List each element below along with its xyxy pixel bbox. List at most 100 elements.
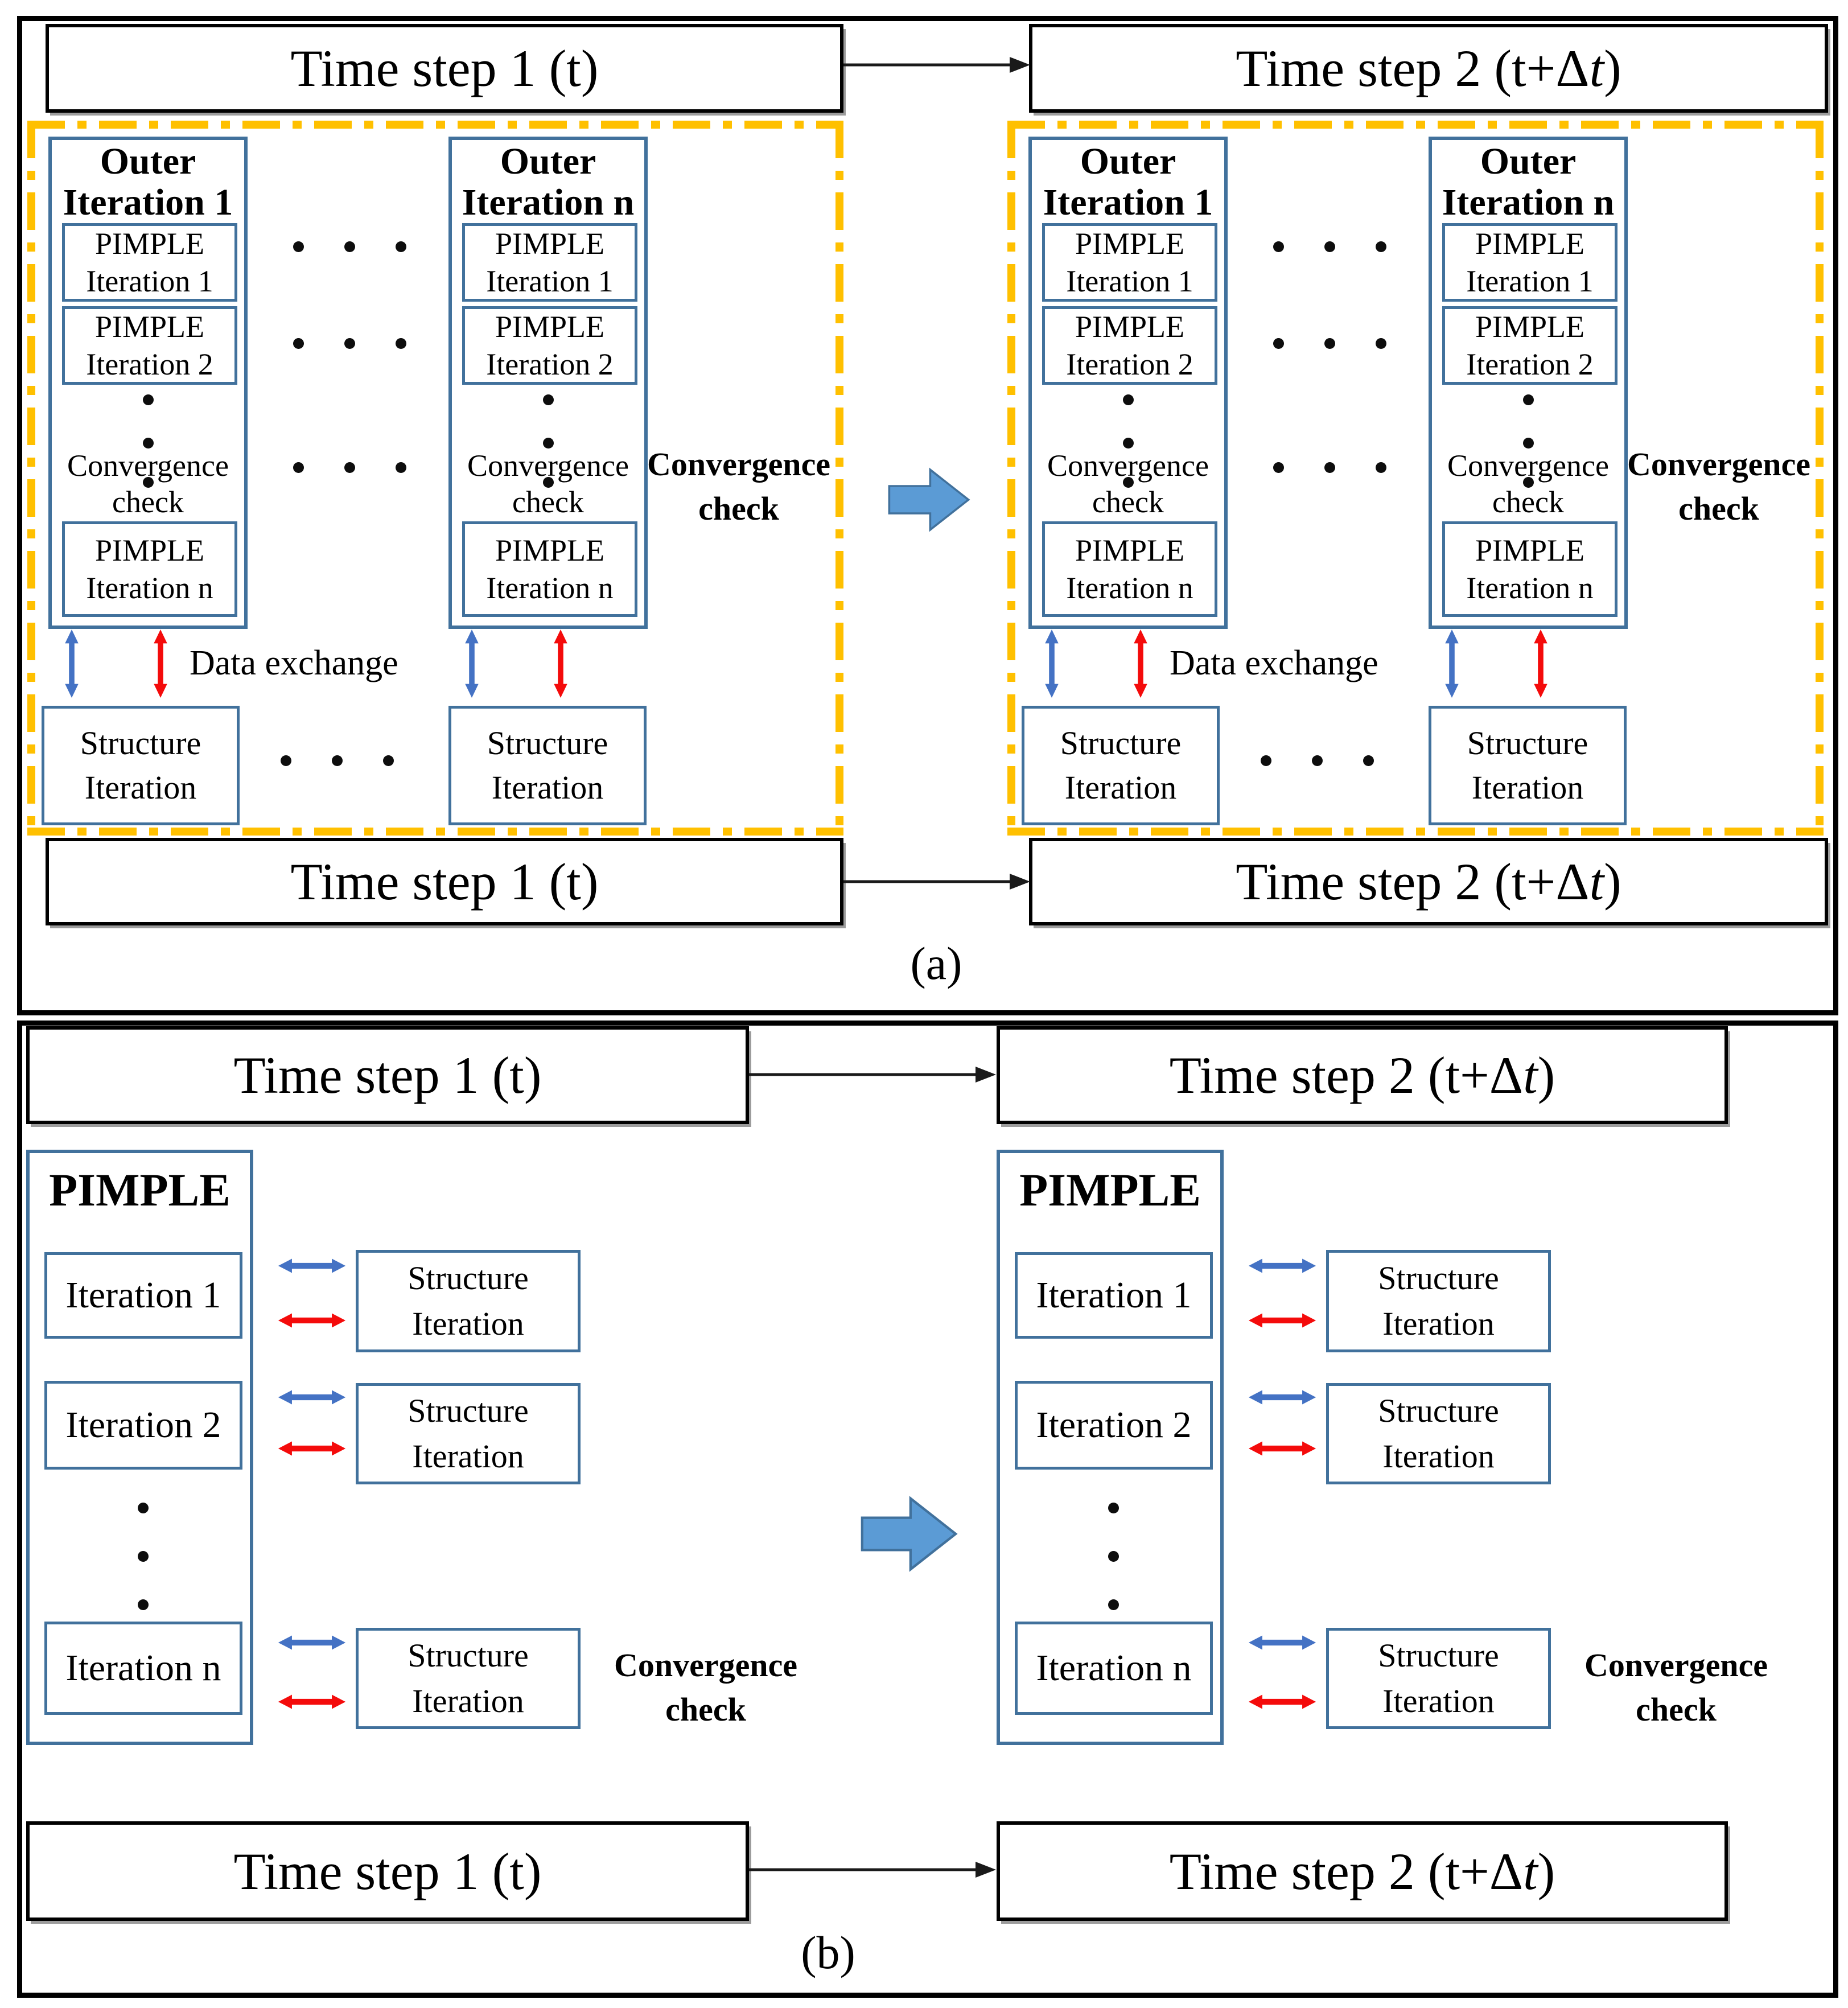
yellow-dash-border-left	[27, 121, 35, 836]
timestep2-label: Time step 2 (t+Δ	[1169, 1046, 1524, 1104]
ellipsis-dot	[396, 462, 406, 473]
pimple-iteration-2-box: PIMPLE Iteration 2	[1442, 306, 1617, 385]
structure-iteration-box: Structure Iteration	[356, 1250, 581, 1352]
timestep2-iteration-region: Outer Iteration 1 PIMPLE Iteration 1 PIM…	[1007, 121, 1824, 836]
timestep2-label: Time step 2 (t+Δ	[1236, 853, 1590, 911]
iteration-1-box: Iteration 1	[1015, 1252, 1213, 1339]
blue-double-arrow-icon	[1045, 629, 1059, 698]
outer-iteration-n-title: Outer Iteration n	[1442, 141, 1615, 223]
panel-b-timestep1-region: Time step 1 (t) PIMPLE Iteration 1 Itera…	[23, 1022, 876, 1996]
iteration-2-box: Iteration 2	[1015, 1381, 1213, 1470]
outer-iteration-1-box: Outer Iteration 1 PIMPLE Iteration 1 PIM…	[48, 137, 248, 629]
ellipsis-dot	[543, 394, 554, 405]
yellow-dash-border-right	[835, 121, 843, 836]
pimple-title: PIMPLE	[49, 1164, 231, 1216]
ellipsis-dot	[138, 1551, 149, 1562]
timestep2-label-suffix: )	[1604, 39, 1621, 97]
outer-iteration-n-box: Outer Iteration n PIMPLE Iteration 1 PIM…	[448, 137, 648, 629]
yellow-dash-border-top	[1007, 121, 1824, 129]
red-double-arrow-icon	[1248, 1694, 1316, 1709]
ellipsis-dot	[293, 338, 304, 349]
data-exchange-label: Data exchange	[1170, 644, 1378, 682]
ellipsis-dot	[543, 438, 554, 448]
timestep1-label: Time step 1 (t)	[233, 1046, 542, 1104]
ellipsis-dot	[1523, 477, 1534, 488]
red-double-arrow-icon	[1248, 1313, 1316, 1328]
structure-iteration-box: Structure Iteration	[42, 706, 240, 825]
pimple-box: PIMPLE Iteration 1 Iteration 2 Iteration…	[26, 1150, 253, 1745]
timestep1-label: Time step 1 (t)	[290, 853, 599, 911]
ellipsis-dot	[543, 477, 554, 488]
red-double-arrow-icon	[1534, 629, 1547, 698]
timestep2-label-suffix: )	[1604, 853, 1621, 911]
timestep2-label-italic-t: t	[1589, 39, 1604, 97]
timestep2-label-italic-t: t	[1589, 853, 1604, 911]
ellipsis-dot	[281, 755, 291, 766]
pimple-iteration-1-box: PIMPLE Iteration 1	[462, 223, 637, 302]
blue-double-arrow-icon	[278, 1390, 346, 1405]
yellow-dash-border-bottom	[1007, 828, 1824, 836]
red-double-arrow-icon	[154, 629, 167, 698]
yellow-dash-border-left	[1007, 121, 1015, 836]
ellipsis-dot	[344, 338, 355, 349]
red-double-arrow-icon	[554, 629, 567, 698]
timestep2-label-italic-t: t	[1523, 1842, 1538, 1900]
ellipsis-dot	[293, 462, 304, 473]
ellipsis-dot	[1324, 241, 1335, 252]
ellipsis-dot	[293, 241, 304, 252]
flow-arrow-icon	[843, 874, 1030, 890]
pimple-box: PIMPLE Iteration 1 Iteration 2 Iteration…	[997, 1150, 1224, 1745]
panel-b-caption: (b)	[801, 1927, 855, 1978]
convergence-check-inline: Convergence check	[467, 448, 629, 519]
ellipsis-dot	[1363, 755, 1374, 766]
blue-double-arrow-icon	[65, 629, 79, 698]
blue-double-arrow-icon	[278, 1258, 346, 1273]
outer-iteration-1-title: Outer Iteration 1	[1043, 141, 1213, 223]
ellipsis-dot	[396, 241, 406, 252]
blue-double-arrow-icon	[278, 1635, 346, 1650]
blue-double-arrow-icon	[1248, 1390, 1316, 1405]
ellipsis-dot	[1123, 477, 1134, 488]
ellipsis-dot	[396, 338, 406, 349]
ellipsis-dot	[1273, 338, 1284, 349]
ellipsis-dot	[1123, 438, 1134, 448]
red-double-arrow-icon	[278, 1694, 346, 1709]
red-double-arrow-icon	[278, 1441, 346, 1456]
pimple-iteration-n-box: PIMPLE Iteration n	[462, 521, 637, 617]
blue-double-arrow-icon	[1248, 1635, 1316, 1650]
iteration-n-box: Iteration n	[1015, 1622, 1213, 1715]
ellipsis-dot	[332, 755, 343, 766]
yellow-dash-border-top	[27, 121, 843, 129]
panel-b-timestep1-top-box: Time step 1 (t)	[26, 1026, 749, 1124]
ellipsis-dot	[1523, 394, 1534, 405]
ellipsis-dot	[344, 241, 355, 252]
convergence-check-inline: Convergence check	[67, 448, 229, 519]
red-double-arrow-icon	[1134, 629, 1147, 698]
red-double-arrow-icon	[278, 1313, 346, 1328]
ellipsis-dot	[1273, 462, 1284, 473]
structure-iteration-box: Structure Iteration	[1326, 1383, 1551, 1484]
flow-arrow-icon	[749, 1862, 996, 1878]
structure-iteration-box: Structure Iteration	[356, 1628, 581, 1729]
timestep2-label: Time step 2 (t+Δ	[1169, 1842, 1524, 1900]
pimple-iteration-1-box: PIMPLE Iteration 1	[62, 223, 237, 302]
ellipsis-dot	[1261, 755, 1271, 766]
ellipsis-dot	[1324, 462, 1335, 473]
ellipsis-dot	[1376, 462, 1386, 473]
structure-iteration-box: Structure Iteration	[1022, 706, 1220, 825]
panel-a-caption: (a)	[910, 937, 962, 989]
ellipsis-dot	[1273, 241, 1284, 252]
outer-iteration-n-title: Outer Iteration n	[462, 141, 635, 223]
ellipsis-dot	[138, 1599, 149, 1610]
pimple-iteration-2-box: PIMPLE Iteration 2	[1042, 306, 1217, 385]
pimple-iteration-2-box: PIMPLE Iteration 2	[462, 306, 637, 385]
ellipsis-dot	[1376, 241, 1386, 252]
pimple-iteration-1-box: PIMPLE Iteration 1	[1042, 223, 1217, 302]
yellow-dash-border-right	[1816, 121, 1824, 836]
